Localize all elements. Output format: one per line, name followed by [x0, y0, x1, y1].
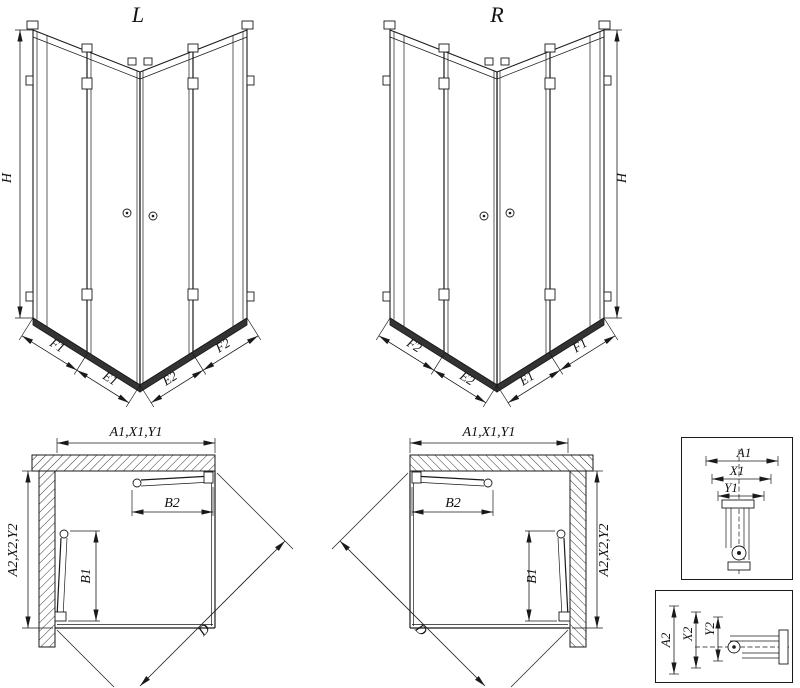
dim-label-y2-detail: Y2 — [702, 622, 717, 636]
dim-label-h-left: H — [0, 172, 15, 184]
detail-bottom-frame — [655, 590, 793, 683]
plan-view-left: A1,X1,Y1 B2 A2,X2,Y2 B1 D — [6, 425, 293, 687]
dim-label-depth-left: A2,X2,Y2 — [6, 524, 21, 578]
iso-left-title: L — [131, 2, 144, 27]
dim-label-x2-detail: X2 — [680, 626, 695, 642]
dim-label-b2-right: B2 — [445, 496, 461, 511]
dim-label-f1-left: F1 — [46, 334, 67, 355]
dim-label-a1-detail: A1 — [736, 445, 751, 460]
dim-label-b1-left: B1 — [79, 568, 94, 584]
dim-label-width-left: A1,X1,Y1 — [109, 425, 163, 440]
iso-view-right: R H F2 E2 E1 F1 — [376, 2, 630, 407]
detail-panel-bottom: A2 X2 Y2 — [655, 590, 793, 683]
dim-label-b2-left: B2 — [164, 496, 180, 511]
dim-label-b1-right: B1 — [525, 568, 540, 584]
dim-label-f1-right: F1 — [569, 335, 590, 356]
dim-label-y1-detail: Y1 — [724, 480, 738, 495]
iso-right-title: R — [489, 2, 504, 27]
dim-label-a2-detail: A2 — [658, 632, 673, 648]
detail-top-frame — [681, 437, 793, 580]
dim-label-f2-left: F2 — [212, 335, 233, 356]
dim-label-width-right: A1,X1,Y1 — [462, 425, 516, 440]
dim-label-f2-right: F2 — [403, 334, 424, 355]
plan-view-right: A1,X1,Y1 B2 A2,X2,Y2 B1 D — [332, 425, 612, 687]
iso-view-left: L H F1 E1 E2 F2 — [0, 2, 261, 407]
dim-label-depth-right: A2,X2,Y2 — [597, 524, 612, 578]
dim-label-e2-right: E2 — [456, 367, 477, 388]
plan-structure-left — [22, 438, 293, 687]
dim-label-x1-detail: X1 — [729, 463, 744, 478]
dim-label-e1-right: E1 — [516, 368, 537, 389]
plan-structure-right — [332, 438, 603, 687]
dim-label-e2-left: E2 — [159, 368, 180, 389]
dim-label-e1-left: E1 — [99, 367, 120, 388]
detail-panel-top: A1 X1 Y1 — [681, 437, 793, 580]
dim-label-h-right: H — [615, 172, 630, 184]
